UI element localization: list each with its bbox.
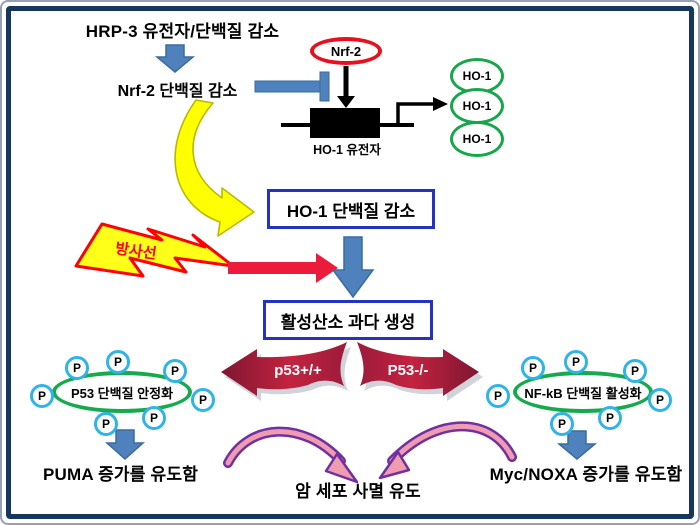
hrp3-decrease-label: HRP-3 유전자/단백질 감소: [85, 22, 280, 41]
curved-arrow-myc-to-death: [378, 421, 517, 480]
phospho-label: P: [557, 417, 566, 431]
ros-overproduction-box: 활성산소 과다 생성: [263, 300, 433, 340]
ho1-gene-label: HO-1 유전자: [313, 143, 381, 157]
ho1-oval-label: HO-1: [462, 99, 492, 113]
ho1-protein-decrease-box: HO-1 단백질 감소: [267, 189, 435, 229]
down-arrow-icon-hrp3: [154, 44, 196, 73]
phospho-label: P: [170, 364, 179, 378]
phospho-circle: P: [521, 356, 545, 380]
nfkb-activation-label: NF-kB 단백질 활성화: [524, 385, 642, 401]
red-arrow-radiation: [228, 253, 338, 283]
ho1-protein-oval-3: HO-1: [450, 121, 504, 157]
down-arrow-icon-ros: [331, 236, 375, 299]
ho1-protein-decrease-label: HO-1 단백질 감소: [286, 201, 416, 221]
phospho-circle: P: [648, 388, 672, 412]
maroon-arrow-p53-knockout: [357, 342, 483, 401]
p53-wildtype-label: p53+/+: [274, 362, 322, 379]
phospho-label: P: [493, 389, 502, 403]
nrf2-decrease-label: Nrf-2 단백질 감소: [117, 83, 238, 100]
phospho-circle: P: [94, 412, 118, 436]
phospho-label: P: [149, 411, 158, 425]
phospho-label: P: [37, 389, 46, 403]
phospho-label: P: [571, 355, 580, 369]
transcription-arrow-icon: [396, 97, 448, 124]
phospho-circle: P: [598, 406, 622, 430]
ros-overproduction-label: 활성산소 과다 생성: [280, 312, 416, 332]
ho1-oval-label: HO-1: [462, 132, 492, 146]
phospho-label: P: [528, 361, 537, 375]
phospho-circle: P: [564, 350, 588, 374]
radiation-lightning-icon: [74, 222, 235, 278]
yellow-curved-arrow: [174, 99, 255, 237]
phospho-circle: P: [106, 350, 130, 374]
down-arrow-icon-puma: [105, 429, 145, 461]
ho1-protein-oval-2: HO-1: [450, 88, 504, 124]
cancer-cell-death-label: 암 세포 사멸 유도: [295, 482, 421, 501]
phospho-circle: P: [550, 412, 574, 436]
phospho-circle: P: [623, 359, 647, 383]
puma-induction-label: PUMA 증가를 유도함: [42, 465, 199, 484]
phospho-circle: P: [30, 384, 54, 408]
ho1-gene-box: [281, 108, 414, 138]
maroon-arrow-p53-wildtype: [221, 342, 351, 401]
phospho-label: P: [113, 355, 122, 369]
ho1-oval-label: HO-1: [462, 69, 492, 83]
phospho-circle: P: [142, 406, 166, 430]
nrf2-oval-label: Nrf-2: [330, 43, 362, 59]
phospho-circle: P: [486, 384, 510, 408]
phospho-circle: P: [163, 359, 187, 383]
phospho-circle: P: [191, 388, 215, 412]
phospho-label: P: [630, 364, 639, 378]
phospho-label: P: [101, 417, 110, 431]
curved-arrow-puma-to-death: [223, 426, 359, 484]
phospho-label: P: [605, 411, 614, 425]
p53-knockout-label: P53-/-: [387, 362, 429, 379]
phospho-label: P: [72, 361, 81, 375]
myc-noxa-induction-label: Myc/NOXA 증가를 유도함: [489, 465, 683, 484]
inhibition-tbar-icon: [254, 71, 330, 102]
phospho-circle: P: [65, 356, 89, 380]
arrow-nrf2-to-gene: [337, 66, 355, 108]
nrf2-oval: Nrf-2: [310, 37, 382, 65]
phospho-label: P: [198, 393, 207, 407]
down-arrow-icon-myc: [556, 430, 598, 460]
p53-stabilization-label: P53 단백질 안정화: [70, 385, 174, 401]
phospho-label: P: [655, 393, 664, 407]
